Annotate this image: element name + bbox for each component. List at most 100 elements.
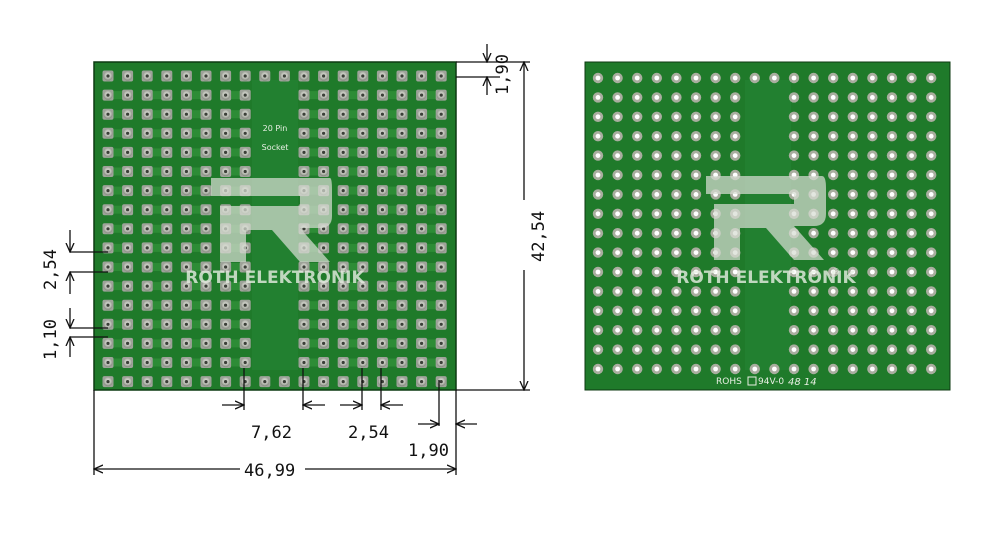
pad-hole xyxy=(830,211,836,217)
pad-hole xyxy=(322,93,326,97)
pad-hole xyxy=(850,75,856,81)
pad-hole xyxy=(615,75,620,81)
pad-hole xyxy=(126,189,130,193)
pad-hole xyxy=(791,114,797,120)
pad-hole xyxy=(595,192,601,197)
pad-hole xyxy=(850,269,856,275)
pad-hole xyxy=(400,150,404,154)
pad-hole xyxy=(380,93,384,97)
trace xyxy=(186,205,206,214)
pad-hole xyxy=(400,284,404,288)
pad-hole xyxy=(165,208,169,212)
pad-hole xyxy=(439,131,443,135)
pad-hole xyxy=(693,192,699,197)
pad-hole xyxy=(928,250,934,256)
trace xyxy=(382,224,402,233)
trace xyxy=(186,339,206,348)
pad-hole xyxy=(928,269,934,275)
pad-hole xyxy=(870,172,875,178)
trace xyxy=(186,243,206,252)
pad-hole xyxy=(870,230,875,236)
trace xyxy=(147,301,167,310)
pad-hole xyxy=(752,75,758,81)
pad-hole xyxy=(889,366,895,372)
pad-hole xyxy=(341,74,345,78)
pad-hole xyxy=(830,289,836,294)
pad-hole xyxy=(420,380,424,384)
pad-hole xyxy=(420,150,424,154)
trace xyxy=(304,148,324,157)
pad-hole xyxy=(595,308,601,314)
pad-hole xyxy=(928,95,934,100)
pad-hole xyxy=(850,133,856,139)
pad-hole xyxy=(282,380,286,384)
pad-hole xyxy=(420,284,424,288)
pad-hole xyxy=(204,227,208,231)
pad-hole xyxy=(126,380,130,384)
trace xyxy=(421,263,442,271)
pad-hole xyxy=(184,189,188,193)
footer-rohs: ROHS xyxy=(716,377,742,387)
pad-hole xyxy=(106,227,110,231)
trace xyxy=(343,148,363,157)
pad-hole xyxy=(713,308,718,314)
pad-hole xyxy=(615,192,620,197)
pad-hole xyxy=(380,74,384,78)
pad-hole xyxy=(634,211,640,217)
trace xyxy=(304,110,324,119)
pad-hole xyxy=(420,208,424,212)
pad-hole xyxy=(439,93,443,97)
pad-hole xyxy=(126,303,130,307)
trace xyxy=(147,282,167,291)
pad-hole xyxy=(615,250,620,256)
pad-hole xyxy=(928,308,934,314)
trace xyxy=(147,243,167,252)
pad-hole xyxy=(439,322,443,326)
pad-hole xyxy=(184,227,188,231)
footer-datecode: 48 14 xyxy=(788,377,817,388)
pad-hole xyxy=(439,265,443,269)
pad-hole xyxy=(909,172,914,178)
trace xyxy=(304,339,324,348)
pad-hole xyxy=(870,250,875,256)
pad-hole xyxy=(420,303,424,307)
pad-hole xyxy=(126,74,130,78)
pad-hole xyxy=(302,341,306,345)
pad-hole xyxy=(928,230,934,236)
pad-hole xyxy=(165,131,169,135)
pad-hole xyxy=(204,380,208,384)
trace xyxy=(421,205,442,214)
pad-hole xyxy=(184,74,188,78)
pad-hole xyxy=(126,284,130,288)
pad-hole xyxy=(870,269,875,275)
pad-hole xyxy=(674,192,679,197)
trace xyxy=(421,186,442,195)
pad-hole xyxy=(811,133,816,139)
pad-hole xyxy=(713,269,718,275)
pad-hole xyxy=(674,327,679,333)
pad-hole xyxy=(674,230,679,236)
pad-hole xyxy=(928,327,934,333)
pad-hole xyxy=(420,322,424,326)
pad-hole xyxy=(909,95,914,100)
pad-hole xyxy=(341,208,345,212)
pad-hole xyxy=(674,133,679,139)
pad-hole xyxy=(889,308,895,314)
dim-pad-gap: 1,10 xyxy=(41,319,61,360)
pad-hole xyxy=(224,93,228,97)
trace xyxy=(343,167,363,176)
pad-hole xyxy=(693,75,699,81)
pad-hole xyxy=(204,131,208,135)
pad-hole xyxy=(713,95,718,100)
pad-hole xyxy=(439,341,443,345)
pad-hole xyxy=(889,95,895,100)
pad-hole xyxy=(634,95,640,100)
pad-hole xyxy=(106,93,110,97)
pad-hole xyxy=(909,230,914,236)
pad-hole xyxy=(380,150,384,154)
pad-hole xyxy=(341,322,345,326)
pad-hole xyxy=(380,322,384,326)
pad-hole xyxy=(165,74,169,78)
pad-hole xyxy=(654,95,660,100)
dim-top-margin: 1,90 xyxy=(493,54,513,95)
